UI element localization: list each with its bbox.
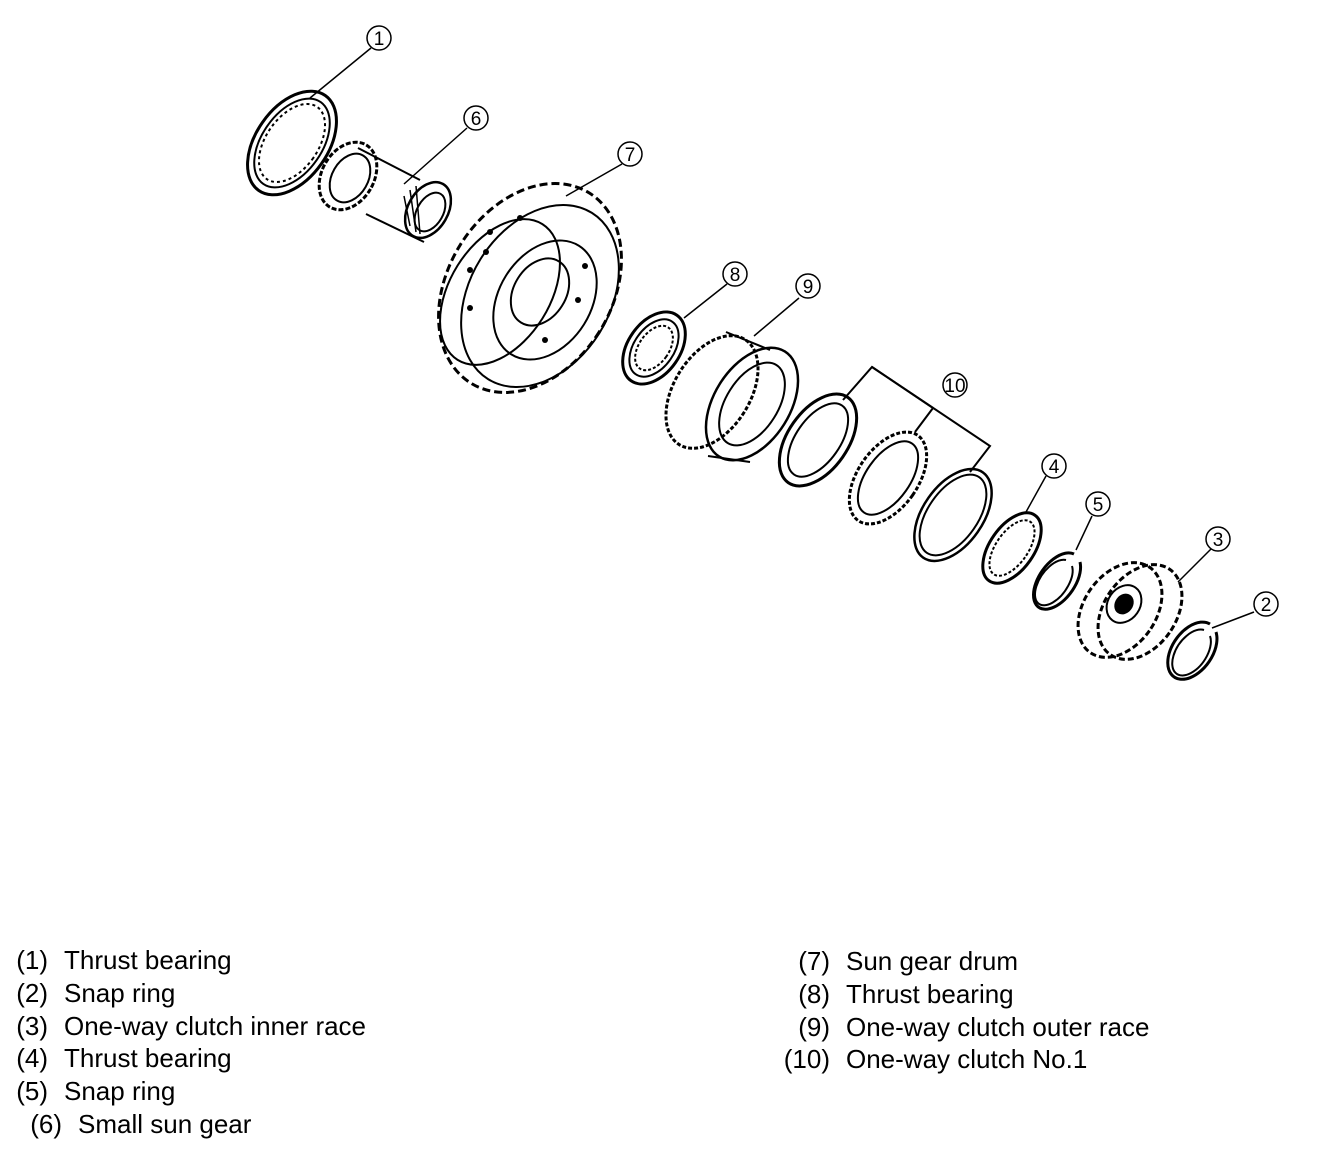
legend-number: (1) bbox=[16, 945, 48, 975]
callout-4: 4 bbox=[1041, 453, 1067, 479]
legend-number: (3) bbox=[16, 1010, 48, 1041]
legend-item: (5) Snap ring bbox=[12, 1076, 175, 1106]
callout-number: 3 bbox=[1213, 530, 1224, 551]
legend-number: (2) bbox=[16, 977, 48, 1008]
legend-label: Thrust bearing bbox=[64, 945, 232, 975]
legend-item: (1) Thrust bearing bbox=[12, 945, 232, 975]
one-way-clutch-no1 bbox=[777, 365, 993, 563]
legend-item: (9) One-way clutch outer race bbox=[780, 1012, 1149, 1042]
callout-number: 9 bbox=[803, 277, 814, 298]
small-sun-gear bbox=[317, 140, 453, 243]
callout-number: 8 bbox=[730, 265, 741, 286]
snap-ring-2 bbox=[1166, 620, 1219, 681]
legend-label: One-way clutch inner race bbox=[64, 1010, 367, 1041]
legend-label: Snap ring bbox=[64, 977, 176, 1008]
legend-number: (8) bbox=[798, 978, 830, 1009]
legend-item: (3) One-way clutch inner race bbox=[12, 1011, 366, 1041]
snap-ring-5 bbox=[1032, 551, 1083, 611]
callout-number: 6 bbox=[471, 109, 482, 130]
sun-gear-drum bbox=[437, 182, 623, 394]
callout-1: 1 bbox=[366, 25, 392, 51]
callout-8: 8 bbox=[722, 261, 748, 287]
callout-10: 10 bbox=[942, 372, 968, 398]
legend-label: Sun gear drum bbox=[846, 946, 1018, 976]
legend-item: (4) Thrust bearing bbox=[12, 1043, 232, 1074]
callout-2: 2 bbox=[1253, 591, 1279, 617]
one-way-clutch-outer-race bbox=[664, 331, 800, 463]
callout-3: 3 bbox=[1205, 526, 1231, 552]
callout-5: 5 bbox=[1085, 491, 1111, 517]
legend-label: One-way clutch No.1 bbox=[846, 1044, 1088, 1075]
one-way-clutch-inner-race bbox=[1076, 561, 1184, 661]
legend-item: (7) Sun gear drum bbox=[780, 946, 1018, 976]
callout-number: 5 bbox=[1093, 495, 1104, 516]
legend-number: (7) bbox=[798, 946, 830, 976]
legend-number: (10) bbox=[783, 1044, 830, 1075]
callout-number: 7 bbox=[625, 145, 636, 166]
callout-number: 10 bbox=[944, 376, 965, 397]
callout-9: 9 bbox=[795, 273, 821, 299]
callout-number: 2 bbox=[1261, 595, 1272, 616]
legend-item: (10) One-way clutch No.1 bbox=[780, 1044, 1088, 1075]
callout-6: 6 bbox=[463, 105, 489, 131]
legend-label: Snap ring bbox=[64, 1076, 176, 1107]
legend-item: (6) Small sun gear bbox=[26, 1109, 251, 1139]
legend-number: (9) bbox=[798, 1011, 830, 1042]
legend-label: Thrust bearing bbox=[64, 1043, 232, 1074]
legend-item: (2) Snap ring bbox=[12, 978, 175, 1008]
callout-number: 4 bbox=[1049, 457, 1060, 478]
legend-label: Small sun gear bbox=[78, 1109, 252, 1139]
callout-7: 7 bbox=[617, 141, 643, 167]
thrust-bearing-8 bbox=[621, 310, 687, 386]
legend-label: Thrust bearing bbox=[846, 978, 1014, 1009]
legend-number: (4) bbox=[16, 1043, 48, 1074]
exploded-parts-diagram: 1 2 3 4 5 6 7 8 9 10 bbox=[246, 25, 1279, 681]
thrust-bearing-1 bbox=[246, 89, 338, 197]
leader-lines bbox=[309, 47, 1255, 629]
legend-number: (6) bbox=[30, 1109, 62, 1139]
legend-number: (5) bbox=[16, 1076, 48, 1107]
callout-number: 1 bbox=[374, 29, 385, 50]
thrust-bearing-4 bbox=[981, 511, 1043, 585]
legend-label: One-way clutch outer race bbox=[846, 1011, 1150, 1042]
legend-item: (8) Thrust bearing bbox=[780, 978, 1014, 1009]
